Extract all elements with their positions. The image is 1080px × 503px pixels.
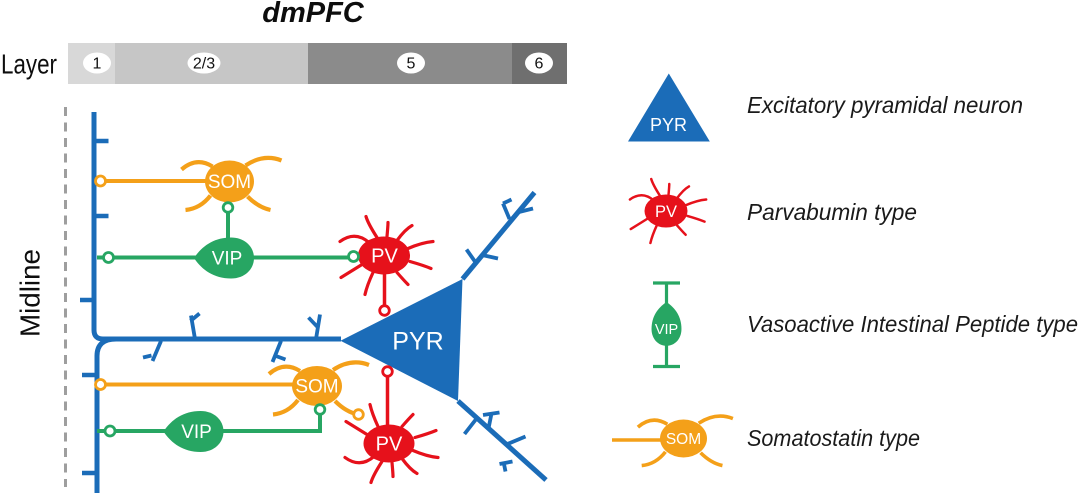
layer-2-3-number: 2/3 xyxy=(193,56,215,73)
layer-1-number: 1 xyxy=(93,56,102,73)
legend: PYR Excitatory pyramidal neuron PV Parva… xyxy=(612,73,1078,468)
layer-1-badge xyxy=(83,52,111,74)
pv-upper-label: PV xyxy=(371,246,398,268)
pv-pyr-upper-synapse-ring xyxy=(378,304,391,317)
vip-pv-synapse-ring xyxy=(347,250,360,263)
legend-item-som: SOM Somatostatin type xyxy=(612,414,920,468)
layer-6-number: 6 xyxy=(535,56,544,73)
legend-som-description: Somatostatin type xyxy=(747,425,920,451)
pyr-dendrite-lower-twigs xyxy=(463,410,527,472)
vip-cell-lower: VIP xyxy=(163,411,224,452)
legend-vip-process-top xyxy=(653,281,680,303)
pyr-trunk-branches xyxy=(80,138,109,476)
vip-upper-label: VIP xyxy=(212,249,243,270)
midline: Midline xyxy=(15,107,67,487)
vip-cell-upper: VIP xyxy=(194,237,254,279)
legend-pv-body xyxy=(644,194,688,228)
vip-upper-trunk-ring xyxy=(102,251,115,264)
legend-som-symbol-label: SOM xyxy=(666,431,701,448)
som-cell-lower: SOM xyxy=(269,362,369,421)
pv-lower-label: PV xyxy=(376,434,403,456)
layer-bar: Layer 1 2/3 5 6 xyxy=(1,43,567,84)
som-upper-trunk-ring xyxy=(94,174,107,188)
som-lower-body xyxy=(292,366,342,406)
pv-upper-body xyxy=(358,236,410,275)
trunk-synapse-rings xyxy=(94,174,117,438)
pv-cell-upper: PV xyxy=(338,214,435,317)
axon-connections xyxy=(97,179,390,433)
legend-som-body xyxy=(660,419,707,458)
legend-vip-symbol-label: VIP xyxy=(655,322,678,338)
legend-item-pyr: PYR Excitatory pyramidal neuron xyxy=(628,73,1023,142)
vip-lower-label: VIP xyxy=(181,422,212,443)
legend-pv-symbol-label: PV xyxy=(655,203,677,221)
legend-pyr-description: Excitatory pyramidal neuron xyxy=(747,92,1023,118)
pyr-dendrite-upper-twigs xyxy=(464,197,534,265)
layer-5-badge xyxy=(397,52,425,74)
layer-6-badge xyxy=(525,52,553,74)
legend-vip-description: Vasoactive Intestinal Peptide type xyxy=(747,311,1078,337)
legend-pyr-triangle xyxy=(628,73,710,142)
pv-lower-body xyxy=(363,424,415,463)
som-upper-label: SOM xyxy=(208,172,251,193)
legend-item-pv: PV Parvabumin type xyxy=(628,177,917,245)
pyramidal-neuron: PYR xyxy=(80,112,548,493)
midline-label: Midline xyxy=(15,249,46,337)
som-upper-body xyxy=(205,160,254,203)
legend-vip-process-bottom xyxy=(653,345,680,369)
pv-pyr-lower-synapse-ring xyxy=(381,365,394,378)
pyr-dendrite-lower-right xyxy=(456,399,548,482)
pyr-dendrite-upper-right xyxy=(460,190,537,281)
pyr-apical-twigs xyxy=(142,312,322,363)
som-cell-upper: SOM xyxy=(182,158,282,214)
vip-lower-trunk-ring xyxy=(103,424,117,438)
legend-pyr-symbol-label: PYR xyxy=(650,115,687,135)
legend-pv-description: Parvabumin type xyxy=(747,199,917,225)
vip-som-lower-synapse-ring xyxy=(313,403,327,416)
pv-cell-lower: PV xyxy=(343,365,440,485)
pyr-trunk-lower xyxy=(94,336,117,493)
layer-5-number: 5 xyxy=(407,56,416,73)
pyr-soma-triangle xyxy=(340,279,463,401)
layer-2-3-badge xyxy=(187,52,221,74)
vip-som-synapse-ring xyxy=(221,201,235,214)
som-lower-trunk-ring xyxy=(94,378,107,391)
pyr-soma-label: PYR xyxy=(392,328,443,356)
pyr-apical-trunk-upper xyxy=(91,112,341,342)
region-title: dmPFC xyxy=(262,0,365,29)
som-lower-label: SOM xyxy=(295,377,338,398)
layer-bar-label: Layer xyxy=(1,49,57,80)
som-pv-synapse-ring xyxy=(352,408,365,421)
legend-item-vip: VIP Vasoactive Intestinal Peptide type xyxy=(651,281,1078,369)
